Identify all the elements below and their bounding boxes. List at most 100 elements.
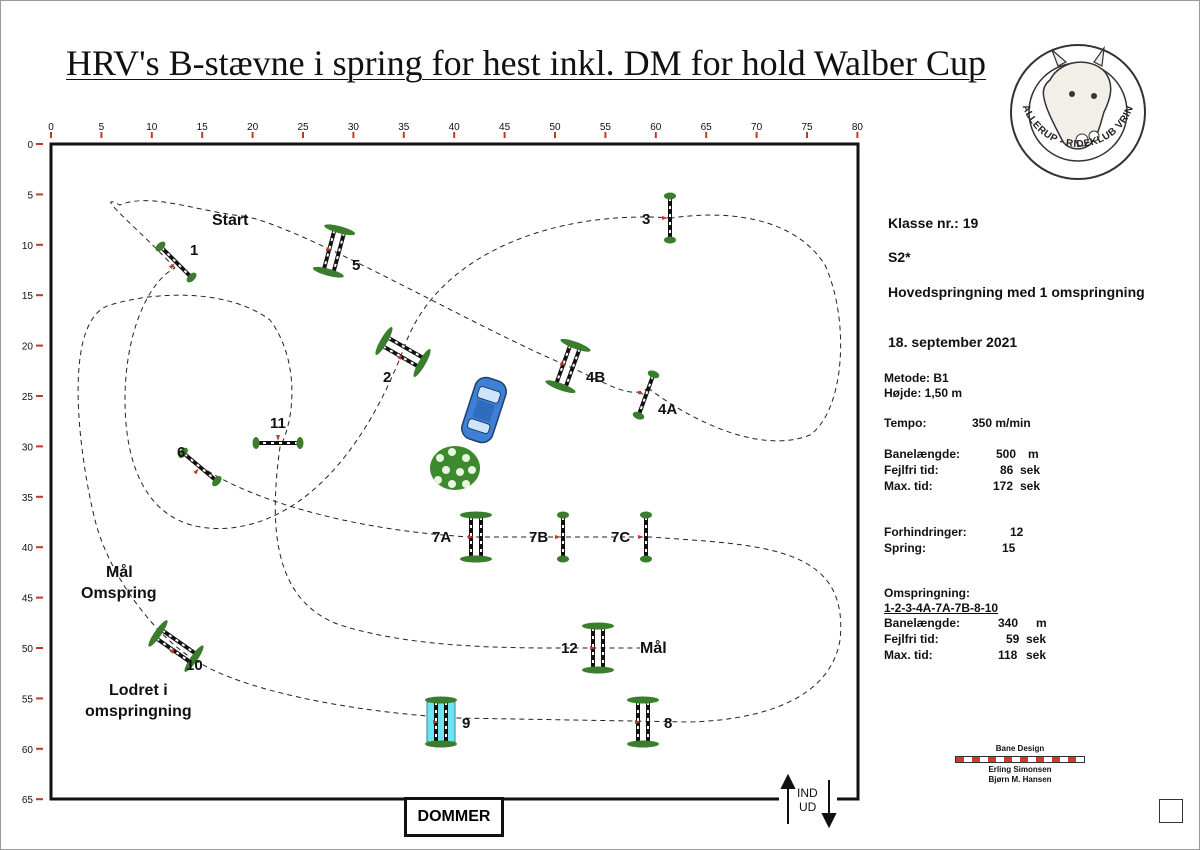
obstacle-wing (640, 511, 652, 519)
obstacle-wing (545, 380, 576, 394)
obstacle-wing (627, 696, 659, 704)
obstacle-7b (555, 511, 569, 563)
x-ruler-tick: 35 (398, 122, 410, 133)
obstacle-wing (632, 411, 645, 420)
x-ruler-tick: 60 (650, 122, 662, 133)
route-line (110, 200, 244, 269)
obstacle-10 (148, 620, 204, 672)
obstacle-wing (664, 236, 676, 244)
ind-label: IND (797, 786, 818, 800)
x-ruler-tick: 10 (146, 122, 158, 133)
obstacle-label: 12 (561, 640, 578, 657)
obstacle-label: 2 (383, 369, 391, 386)
y-ruler-tick: 5 (27, 190, 33, 201)
y-ruler-tick: 40 (22, 543, 34, 554)
jumpoff-max-time-value: 118 (998, 648, 1018, 662)
obstacle-wing (664, 192, 676, 200)
obstacle-9 (425, 696, 457, 748)
obstacle-wing (212, 476, 222, 487)
obstacle-wing (557, 555, 569, 563)
obstacle-wing (312, 266, 344, 278)
obstacle-wing (148, 620, 168, 647)
obstacle-label: 7C (611, 529, 630, 546)
direction-arrow-icon (635, 720, 641, 724)
obstacle-4b (545, 338, 591, 394)
obstacle-7c (638, 511, 652, 563)
obstacle-label: 11 (270, 415, 286, 432)
obstacle-label: 4A (658, 401, 677, 418)
x-ruler-tick: 40 (449, 122, 461, 133)
obstacle-wing (557, 511, 569, 519)
class-number: Klasse nr.: 19 (888, 215, 979, 231)
obstacle-label: 10 (186, 657, 203, 674)
start-label: Start (212, 212, 249, 229)
obstacle-7a (460, 511, 492, 563)
direction-arrow-icon (590, 646, 596, 650)
obstacle-wing (375, 327, 393, 355)
y-ruler-tick: 20 (22, 342, 34, 353)
jumpoff-clear-time-label: Fejlfri tid: (884, 632, 939, 646)
x-ruler-tick: 80 (852, 122, 864, 133)
jumpoff-goal-label: Mål (106, 563, 133, 581)
direction-arrow-icon (662, 216, 668, 220)
obstacle-5 (312, 224, 356, 278)
svg-text:HJALLERUP - RIDEKLUB VRINSK: HJALLERUP - RIDEKLUB VRINSK (0, 0, 1136, 150)
x-ruler-tick: 65 (701, 122, 713, 133)
obstacle-11 (252, 435, 304, 449)
direction-arrow-icon (433, 720, 439, 724)
obstacle-wing (460, 555, 492, 563)
y-ruler-tick: 10 (22, 241, 34, 252)
obstacle-wing (582, 666, 614, 674)
direction-arrow-icon (276, 435, 280, 441)
obstacle-wing (627, 740, 659, 748)
obstacle-3 (662, 192, 676, 244)
y-ruler-tick: 45 (22, 594, 34, 605)
entrance-arrows (780, 773, 837, 829)
jumpoff-goal-label-2: Omspring (81, 585, 157, 602)
obstacle-8 (627, 696, 659, 748)
car-icon (461, 376, 507, 444)
jumpoff-max-time-unit: sek (1026, 648, 1047, 662)
jumpoff-length-label: Banelængde: (884, 616, 961, 630)
y-ruler-tick: 30 (22, 442, 34, 453)
corner-checkbox (1159, 799, 1183, 823)
obstacle-wing (560, 338, 591, 352)
direction-arrow-icon (169, 647, 175, 654)
obstacle-wing (324, 224, 356, 236)
obstacle-wing (640, 555, 652, 563)
obstacle-label: 3 (642, 211, 650, 228)
goal-label: Mål (640, 639, 667, 657)
tempo-label: Tempo: (884, 416, 927, 430)
arena-entrance (779, 793, 837, 805)
arrow-up-head-icon (780, 773, 796, 789)
obstacle-rail-stripe (161, 247, 191, 277)
x-ruler-tick: 55 (600, 122, 612, 133)
y-ruler-tick: 25 (22, 392, 34, 403)
direction-arrow-icon (637, 390, 645, 395)
obstacle-rail-stripe (156, 637, 191, 663)
route-line (77, 294, 640, 661)
route-line (194, 465, 842, 723)
clear-time-unit: sek (1020, 463, 1041, 477)
obstacle-label: 5 (352, 257, 360, 274)
judge-box: DOMMER (404, 797, 504, 837)
direction-arrow-icon (468, 535, 474, 539)
obstacle-wing (296, 437, 304, 449)
obstacle-rail-stripe (638, 375, 654, 415)
obstacle-label: 7A (432, 529, 451, 546)
y-ruler-tick: 35 (22, 493, 34, 504)
class-level: S2* (888, 249, 911, 265)
y-ruler-tick: 50 (22, 644, 34, 655)
arrow-down-head-icon (821, 813, 837, 829)
obstacle-wing (425, 740, 457, 748)
jumpoff-sequence: 1-2-3-4A-7A-7B-8-10 (884, 601, 999, 615)
credit-heading: Bane Design (995, 744, 1045, 753)
obstacle-wing (582, 622, 614, 630)
jumpoff-clear-time-unit: sek (1026, 632, 1047, 646)
obstacle-1 (155, 241, 197, 283)
obstacle-wing (178, 447, 188, 458)
